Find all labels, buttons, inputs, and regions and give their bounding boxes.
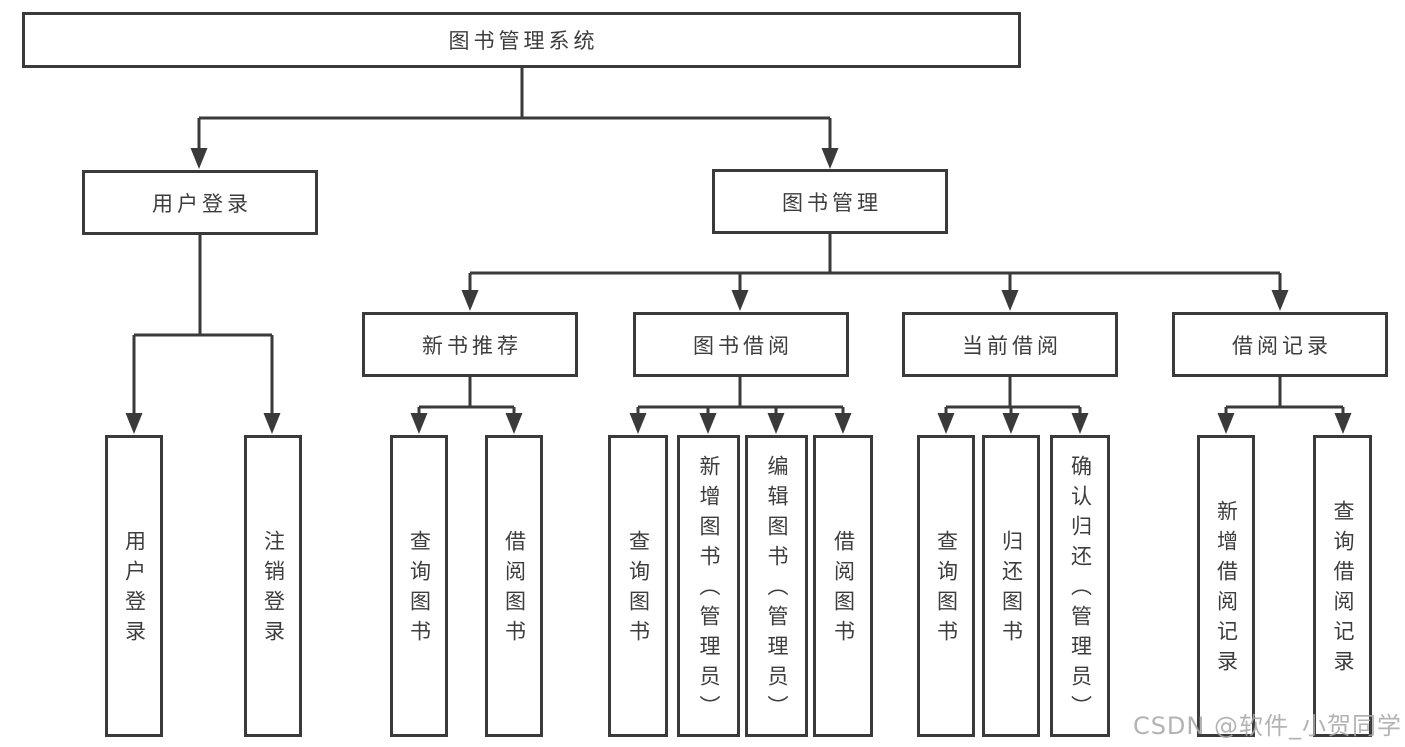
- connector-user-login-children: [125, 235, 281, 434]
- node-label: 查询借阅记录: [1331, 500, 1355, 680]
- arrowhead-icon: [125, 413, 143, 434]
- arrowhead-icon: [834, 413, 852, 434]
- node-query-books: 查询图书: [608, 435, 668, 737]
- node-label: 图书借阅: [693, 333, 793, 358]
- node-edit-books-admin: 编辑图书（管理员）: [745, 435, 808, 737]
- node-logout: 注销登录: [244, 435, 302, 737]
- csdn-watermark: CSDN @软件_小贺同学: [1132, 712, 1402, 740]
- arrowhead-icon: [1071, 413, 1089, 434]
- arrowhead-icon: [699, 413, 717, 434]
- node-book-management: 图书管理: [712, 169, 948, 234]
- node-book-borrowing: 图书借阅: [633, 312, 849, 377]
- node-label: 用户登录: [152, 191, 252, 216]
- node-query-books: 查询图书: [390, 435, 448, 737]
- connector-current-borrowing-children: [937, 376, 1089, 434]
- arrowhead-icon: [731, 290, 749, 311]
- arrowhead-icon: [1001, 290, 1019, 311]
- node-label: 新增借阅记录: [1214, 500, 1239, 680]
- node-query-borrow-record: 查询借阅记录: [1313, 435, 1372, 737]
- arrowhead-icon: [461, 290, 479, 311]
- node-label: 新书推荐: [422, 333, 522, 358]
- connector-book-management-children: [461, 233, 1289, 311]
- node-label: 新增图书（管理员）: [697, 455, 721, 725]
- node-borrow-books: 借阅图书: [485, 435, 543, 737]
- arrowhead-icon: [1271, 290, 1289, 311]
- node-borrowing-records: 借阅记录: [1172, 312, 1388, 377]
- node-label: 图书管理: [782, 190, 882, 215]
- node-label: 注销登录: [261, 530, 286, 650]
- arrowhead-icon: [1334, 413, 1352, 434]
- node-add-books-admin: 新增图书（管理员）: [677, 435, 740, 737]
- arrowhead-icon: [190, 148, 208, 169]
- node-label: 用户登录: [122, 530, 147, 650]
- node-confirm-return-admin: 确认归还（管理员）: [1050, 435, 1110, 737]
- node-label: 编辑图书（管理员）: [765, 455, 789, 725]
- node-label: 归还图书: [999, 530, 1024, 650]
- node-label: 查询图书: [626, 530, 651, 650]
- node-query-books: 查询图书: [917, 435, 975, 737]
- arrowhead-icon: [505, 413, 523, 434]
- arrowhead-icon: [263, 413, 281, 434]
- node-label: 借阅图书: [831, 530, 856, 650]
- node-user-login: 用户登录: [82, 170, 318, 235]
- node-label: 当前借阅: [962, 333, 1062, 358]
- node-new-book-recommendation: 新书推荐: [362, 312, 578, 377]
- node-label: 借阅图书: [502, 530, 527, 650]
- arrowhead-icon: [937, 413, 955, 434]
- node-label: 借阅记录: [1232, 333, 1332, 358]
- node-return-books: 归还图书: [982, 435, 1040, 737]
- node-label: 确认归还（管理员）: [1068, 455, 1093, 725]
- connector-book-borrowing-children: [629, 376, 852, 434]
- node-label: 图书管理系统: [448, 29, 599, 53]
- arrowhead-icon: [1002, 413, 1020, 434]
- arrowhead-icon: [410, 413, 428, 434]
- node-user-login-leaf: 用户登录: [105, 435, 163, 737]
- node-label: 查询图书: [934, 530, 959, 650]
- node-borrow-books: 借阅图书: [813, 435, 873, 737]
- node-current-borrowing: 当前借阅: [902, 312, 1118, 377]
- connector-new-book-children: [410, 376, 523, 434]
- arrowhead-icon: [767, 413, 785, 434]
- arrowhead-icon: [629, 413, 647, 434]
- arrowhead-icon: [821, 148, 839, 169]
- node-add-borrow-record: 新增借阅记录: [1197, 435, 1255, 737]
- node-label: 查询图书: [407, 530, 432, 650]
- connector-root-to-level2: [190, 67, 839, 169]
- arrowhead-icon: [1217, 413, 1235, 434]
- node-library-management-system: 图书管理系统: [22, 12, 1021, 68]
- connector-borrowing-records-children: [1217, 376, 1352, 434]
